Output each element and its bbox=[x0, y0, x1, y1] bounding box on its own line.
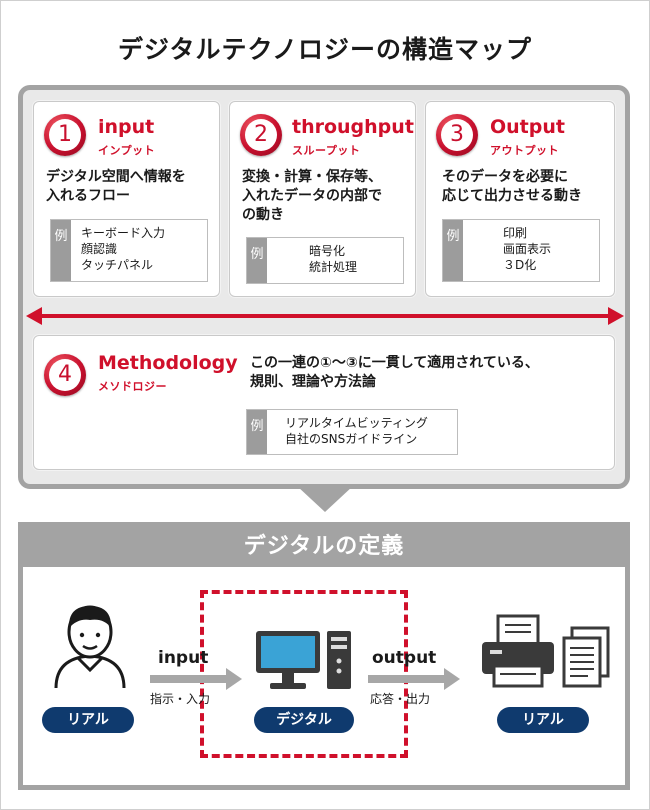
example-item: キーボード入力 bbox=[81, 226, 166, 240]
card-title-ja: メソドロジー bbox=[98, 380, 167, 393]
real-right-pill: リアル bbox=[497, 707, 589, 733]
documents-icon bbox=[562, 626, 610, 688]
example-item: 画面表示 bbox=[503, 242, 552, 256]
number-4-icon: 4 bbox=[44, 354, 86, 396]
desc-line: デジタル空間へ情報を bbox=[46, 169, 186, 185]
card-description: この一連の①～③に一貫して適用されている、 規則、理論や方法論 bbox=[250, 354, 539, 392]
number-1-icon: 1 bbox=[44, 114, 86, 156]
card-title-ja: スループット bbox=[292, 144, 361, 157]
output-arrow-head-icon bbox=[444, 668, 460, 690]
example-tag: 例 bbox=[443, 220, 463, 281]
output-arrow bbox=[368, 675, 446, 683]
example-list: キーボード入力 顔認識 タッチパネル bbox=[81, 225, 165, 273]
example-box: 例 印刷 画面表示 ３D化 bbox=[442, 219, 600, 282]
example-tag: 例 bbox=[51, 220, 71, 281]
card-throughput: 2 throughput スループット 変換・計算・保存等、 入れたデータの内部… bbox=[229, 101, 416, 297]
arrow-right-icon bbox=[608, 307, 624, 325]
input-arrow bbox=[150, 675, 228, 683]
desc-line: 入れたデータの内部で bbox=[242, 188, 382, 204]
desc-line: 変換・計算・保存等、 bbox=[242, 169, 382, 185]
card-number: 2 bbox=[245, 119, 277, 151]
example-item: 印刷 bbox=[503, 226, 528, 240]
card-input: 1 input インプット デジタル空間へ情報を 入れるフロー 例 キーボード入… bbox=[33, 101, 220, 297]
example-item: 顔認識 bbox=[81, 242, 118, 256]
input-arrow-head-icon bbox=[226, 668, 242, 690]
example-item: リアルタイムビッティング bbox=[285, 416, 428, 430]
example-list: 暗号化 統計処理 bbox=[309, 243, 357, 275]
example-tag: 例 bbox=[247, 410, 267, 454]
input-label: input bbox=[158, 648, 209, 668]
card-title-ja: アウトプット bbox=[490, 144, 559, 157]
card-number: 1 bbox=[49, 119, 81, 151]
number-2-icon: 2 bbox=[240, 114, 282, 156]
card-title-ja: インプット bbox=[98, 144, 156, 157]
card-description: 変換・計算・保存等、 入れたデータの内部で の動き bbox=[242, 168, 382, 225]
desc-line: 規則、理論や方法論 bbox=[250, 374, 376, 390]
example-item: ３D化 bbox=[503, 258, 537, 272]
output-sub-label: 応答・出力 bbox=[370, 692, 431, 706]
example-list: リアルタイムビッティング 自社のSNSガイドライン bbox=[285, 415, 428, 447]
page-title: デジタルテクノロジーの構造マップ bbox=[117, 35, 532, 64]
person-icon bbox=[54, 605, 126, 689]
card-number: 3 bbox=[441, 119, 473, 151]
example-item: 統計処理 bbox=[309, 260, 358, 274]
printer-icon bbox=[482, 614, 554, 688]
desc-line: そのデータを必要に bbox=[442, 169, 568, 185]
card-title-en: input bbox=[98, 116, 155, 138]
example-item: 暗号化 bbox=[309, 244, 346, 258]
card-description: デジタル空間へ情報を 入れるフロー bbox=[46, 168, 186, 206]
example-item: 自社のSNSガイドライン bbox=[285, 432, 418, 446]
desc-line: の動き bbox=[242, 207, 284, 223]
example-box: 例 リアルタイムビッティング 自社のSNSガイドライン bbox=[246, 409, 458, 455]
real-left-pill: リアル bbox=[42, 707, 134, 733]
example-tag: 例 bbox=[247, 238, 267, 283]
example-item: タッチパネル bbox=[81, 258, 154, 272]
definition-title: デジタルの定義 bbox=[23, 527, 625, 567]
card-title-en: throughput bbox=[292, 116, 414, 138]
card-output: 3 Output アウトプット そのデータを必要に 応じて出力させる動き 例 印… bbox=[425, 101, 615, 297]
input-sub-label: 指示・入力 bbox=[150, 692, 211, 706]
card-title-en: Output bbox=[490, 116, 565, 138]
desc-line: 入れるフロー bbox=[46, 188, 130, 204]
card-number: 4 bbox=[49, 359, 81, 391]
example-box: 例 キーボード入力 顔認識 タッチパネル bbox=[50, 219, 208, 282]
down-pointer-icon bbox=[297, 486, 353, 512]
double-arrow-line bbox=[36, 314, 614, 318]
example-box: 例 暗号化 統計処理 bbox=[246, 237, 404, 284]
desc-line: この一連の①～③に一貫して適用されている、 bbox=[250, 355, 539, 371]
digital-pill: デジタル bbox=[254, 707, 354, 733]
arrow-left-icon bbox=[26, 307, 42, 325]
number-3-icon: 3 bbox=[436, 114, 478, 156]
computer-icon bbox=[256, 631, 351, 689]
output-label: output bbox=[372, 648, 437, 668]
card-title-en: Methodology bbox=[98, 352, 238, 374]
desc-line: 応じて出力させる動き bbox=[442, 188, 582, 204]
definition-section: デジタルの定義 bbox=[18, 522, 630, 790]
card-methodology: 4 Methodology メソドロジー この一連の①～③に一貫して適用されてい… bbox=[33, 335, 615, 470]
example-list: 印刷 画面表示 ３D化 bbox=[503, 225, 551, 273]
card-description: そのデータを必要に 応じて出力させる動き bbox=[442, 168, 582, 206]
digital-dashed-frame bbox=[200, 590, 408, 758]
